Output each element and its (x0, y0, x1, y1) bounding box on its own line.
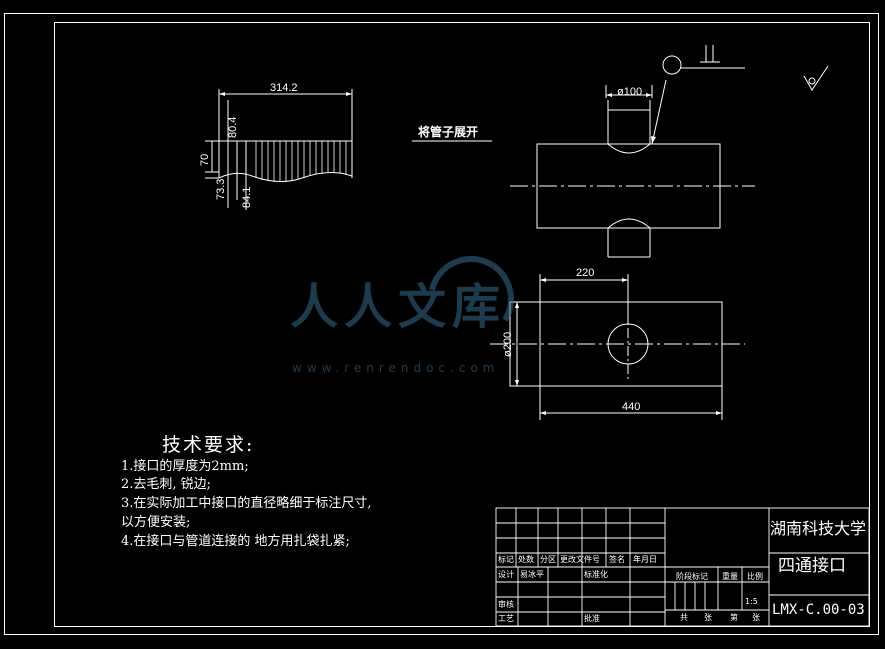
top-view (490, 274, 745, 420)
dim-height: ø200 (502, 331, 514, 357)
watermark-url: www.renrendoc.com (292, 361, 500, 375)
label-sheet: 张 (752, 613, 760, 622)
label-approve: 批准 (584, 614, 600, 623)
watermark-logo (429, 256, 514, 322)
title-block (495, 507, 870, 627)
dim-unroll-h2: 70 (199, 153, 211, 166)
label-sign: 签名 (609, 555, 625, 564)
part-name: 四通接口 (778, 556, 846, 576)
label-review: 审核 (498, 600, 514, 609)
front-view (510, 45, 755, 258)
dim-unroll-h1: 80.4 (227, 116, 239, 138)
outer-frame (4, 13, 879, 635)
note-unroll: 将管子展开 (418, 125, 479, 139)
dim-unroll-h4: 84.1 (241, 186, 253, 208)
requirement-item: 以方便安装; (121, 515, 191, 530)
requirement-item: 2.去毛刺, 锐边; (121, 477, 212, 492)
label-date: 年月日 (633, 555, 657, 564)
label-zone: 分区 (540, 555, 556, 564)
school-name: 湖南科技大学 (770, 519, 867, 538)
label-count: 处数 (518, 555, 534, 564)
requirements-title: 技术要求: (162, 434, 255, 456)
label-design: 设计 (498, 570, 514, 579)
label-scale: 比例 (747, 572, 763, 581)
label-process: 工艺 (498, 614, 514, 623)
label-mark: 标记 (498, 555, 514, 564)
dim-offset: 220 (576, 267, 595, 279)
inner-frame (54, 22, 870, 627)
requirement-item: 1.接口的厚度为2mm; (121, 459, 249, 474)
label-stage-mark: 阶段标记 (676, 572, 708, 581)
label-total: 共 (680, 613, 688, 622)
unroll-view (205, 89, 353, 210)
requirement-item: 3.在实际加工中接口的直径略细于标注尺寸, (121, 496, 372, 511)
dim-unroll-h3: 73.3 (215, 178, 227, 200)
watermark-text: 人人文库 (290, 279, 507, 335)
dim-branch-diameter: ø100 (617, 86, 643, 98)
dim-length: 440 (622, 401, 641, 413)
requirement-item: 4.在接口与管道连接的 地方用扎袋扎紧; (121, 534, 350, 549)
scale-value: 1:5 (745, 597, 758, 606)
roughness-symbol (803, 65, 829, 91)
designer-name: 易冰平 (520, 570, 544, 579)
label-standard: 标准化 (584, 570, 608, 579)
label-weight: 重量 (722, 572, 738, 581)
label-sheets: 张 (704, 613, 712, 622)
label-change-doc: 更改文件号 (560, 555, 600, 564)
drawing-number: LMX-C.00-03 (772, 602, 865, 618)
dim-unroll-width: 314.2 (270, 82, 298, 94)
label-no: 第 (730, 613, 738, 622)
